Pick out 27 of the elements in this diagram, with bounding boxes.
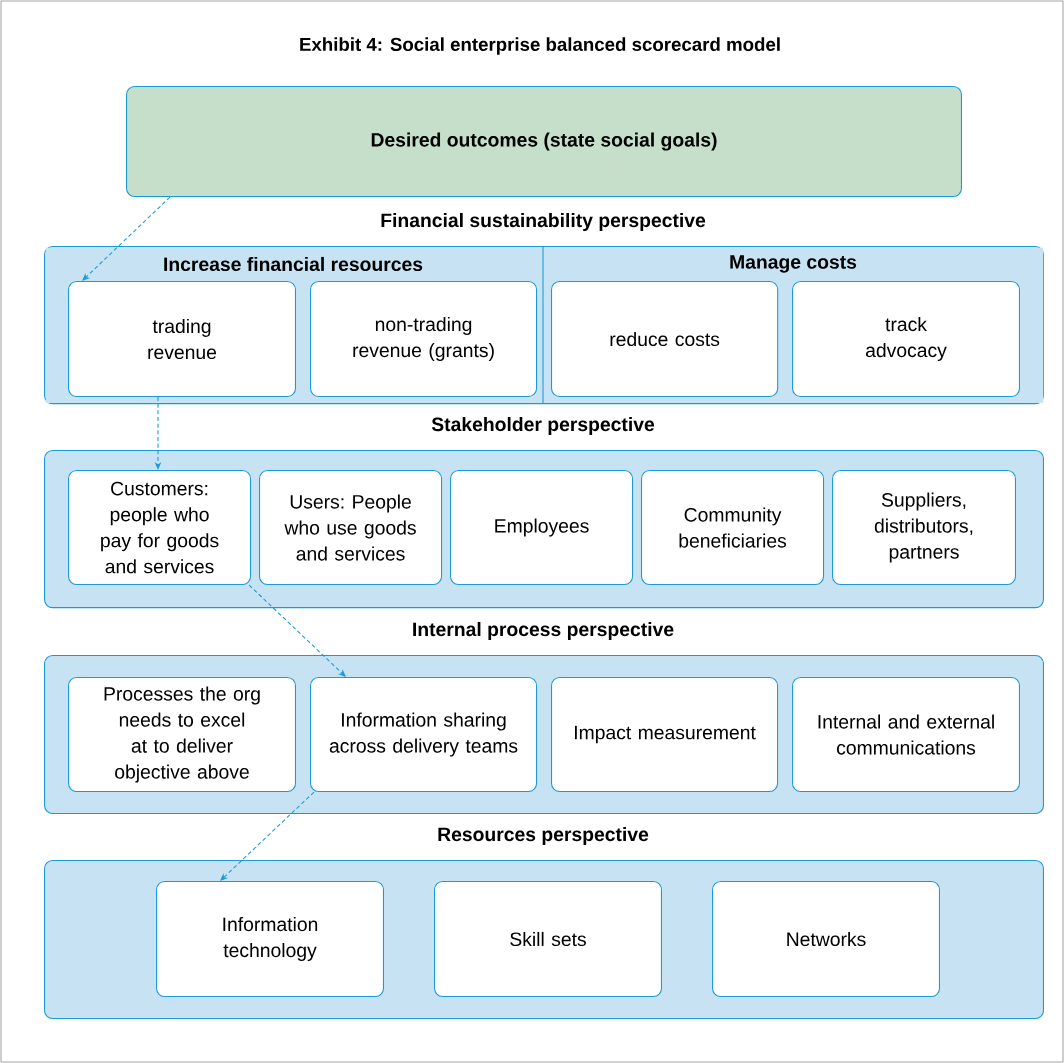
objective-box: Internal and external communications [792,677,1020,793]
arrow [82,196,171,281]
arrow [220,791,315,881]
objective-box: Information technology [156,881,384,997]
objective-box: Networks [712,881,940,997]
objective-box: Processes the org needs to excel at to deliver objective above [68,677,296,793]
objective-box: Customers: people who pay for goods and services [68,470,252,586]
outcome-box: Desired outcomes (state social goals) [126,86,962,198]
band-heading: Internal process perspective [413,622,674,640]
band-heading: Stakeholder perspective [431,417,655,435]
objective-box: non-trading revenue (grants) [310,281,538,397]
objective-box: track advocacy [792,281,1020,397]
arrow [248,584,346,677]
objective-box: Information sharing across delivery teams [310,677,538,793]
objective-box: trading revenue [68,281,296,397]
objective-box: Skill sets [434,881,662,997]
region-heading: Increase financial resources [164,256,423,272]
objective-box: Community beneficiaries [641,470,825,586]
title: Exhibit 4: Social enterprise balanced scorecard model [300,37,780,55]
band-heading: Resources perspective [438,827,649,845]
objective-box: reduce costs [551,281,779,397]
objective-box: Impact measurement [551,677,779,793]
objective-box: Employees [450,470,634,586]
band-heading: Financial sustainability perspective [381,213,706,231]
objective-box: Users: People who use goods and services [259,470,443,586]
region-heading: Manage costs [730,255,857,273]
objective-box: Suppliers, distributors, partners [832,470,1016,586]
